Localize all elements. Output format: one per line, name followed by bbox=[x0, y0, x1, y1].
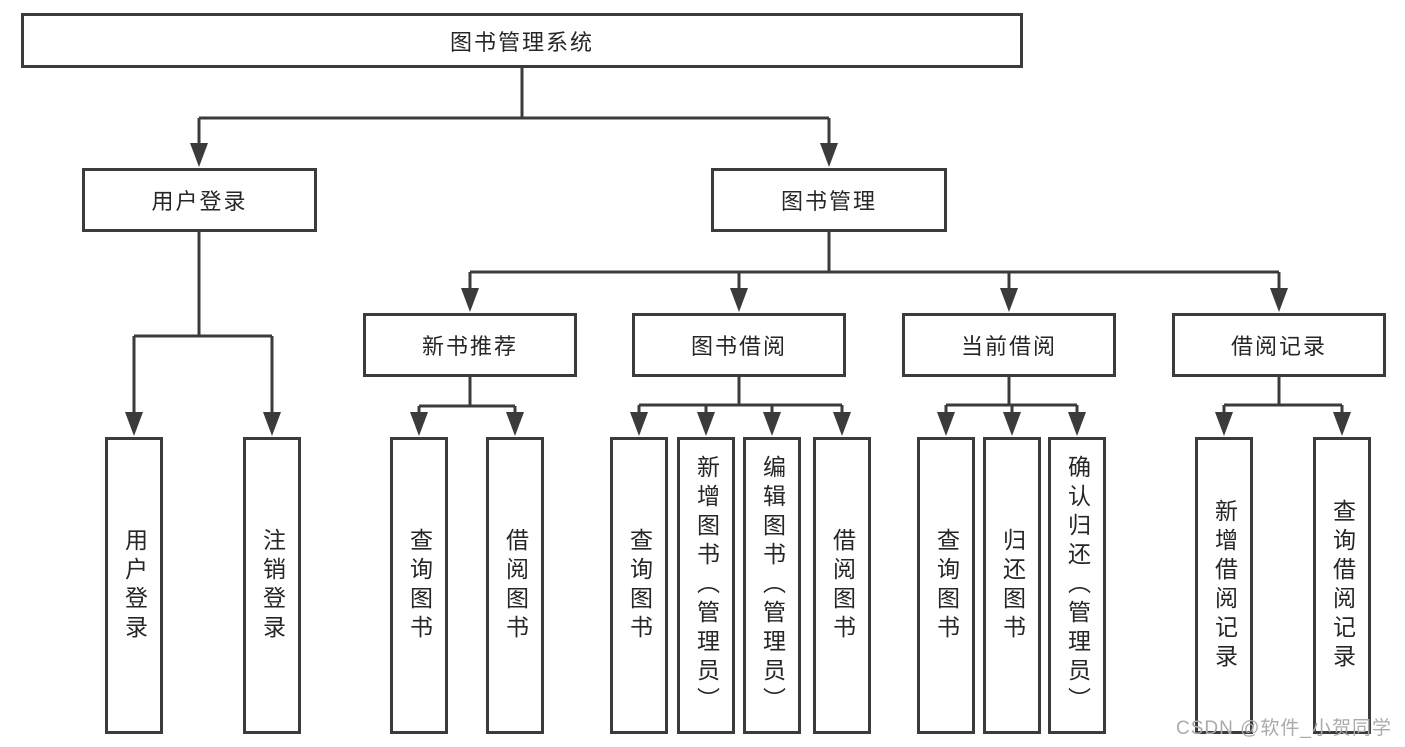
node-label: 图书借阅 bbox=[690, 334, 787, 359]
node-label: 确认归还（管理员） bbox=[1064, 455, 1091, 716]
node-label: 新增借阅记录 bbox=[1211, 498, 1238, 673]
leaf-logout: 注销登录 bbox=[243, 437, 301, 734]
node-label: 查询图书 bbox=[406, 527, 433, 644]
node-label: 查询图书 bbox=[933, 527, 960, 644]
node-user-login: 用户登录 bbox=[82, 168, 317, 232]
leaf-user-login: 用户登录 bbox=[105, 437, 163, 734]
node-label: 注销登录 bbox=[259, 527, 286, 644]
elbow-connectors bbox=[132, 68, 1344, 420]
leaf-borrow-books-borrowing: 借阅图书 bbox=[813, 437, 871, 734]
leaf-query-books-recommend: 查询图书 bbox=[390, 437, 448, 734]
node-library-system: 图书管理系统 bbox=[21, 13, 1023, 68]
node-label: 查询图书 bbox=[626, 527, 653, 644]
node-label: 图书管理 bbox=[780, 189, 877, 214]
node-label: 归还图书 bbox=[999, 527, 1026, 644]
node-label: 用户登录 bbox=[151, 189, 248, 214]
node-label: 查询借阅记录 bbox=[1329, 498, 1356, 673]
node-label: 新书推荐 bbox=[421, 334, 518, 359]
arrowhead-icons bbox=[125, 143, 1351, 436]
node-current-borrowing: 当前借阅 bbox=[902, 313, 1116, 377]
node-label: 借阅图书 bbox=[502, 527, 529, 644]
node-label: 借阅记录 bbox=[1230, 334, 1327, 359]
leaf-query-books-current: 查询图书 bbox=[917, 437, 975, 734]
csdn-watermark: CSDN @软件_小贺同学 bbox=[1176, 718, 1392, 739]
leaf-query-books-borrowing: 查询图书 bbox=[610, 437, 668, 734]
node-new-book-recommend: 新书推荐 bbox=[363, 313, 577, 377]
node-label: 当前借阅 bbox=[960, 334, 1057, 359]
node-label: 新增图书（管理员） bbox=[693, 455, 720, 716]
node-label: 用户登录 bbox=[121, 527, 148, 644]
node-book-management: 图书管理 bbox=[711, 168, 947, 232]
leaf-add-book-admin: 新增图书（管理员） bbox=[677, 437, 735, 734]
node-label: 借阅图书 bbox=[829, 527, 856, 644]
leaf-return-book: 归还图书 bbox=[983, 437, 1041, 734]
leaf-add-borrow-record: 新增借阅记录 bbox=[1195, 437, 1253, 734]
leaf-borrow-books-recommend: 借阅图书 bbox=[486, 437, 544, 734]
node-label: 图书管理系统 bbox=[449, 29, 594, 55]
leaf-query-borrow-record: 查询借阅记录 bbox=[1313, 437, 1371, 734]
node-borrowing-records: 借阅记录 bbox=[1172, 313, 1386, 377]
leaf-confirm-return-admin: 确认归还（管理员） bbox=[1048, 437, 1106, 734]
node-label: 编辑图书（管理员） bbox=[759, 455, 786, 716]
leaf-edit-book-admin: 编辑图书（管理员） bbox=[743, 437, 801, 734]
node-book-borrowing: 图书借阅 bbox=[632, 313, 846, 377]
